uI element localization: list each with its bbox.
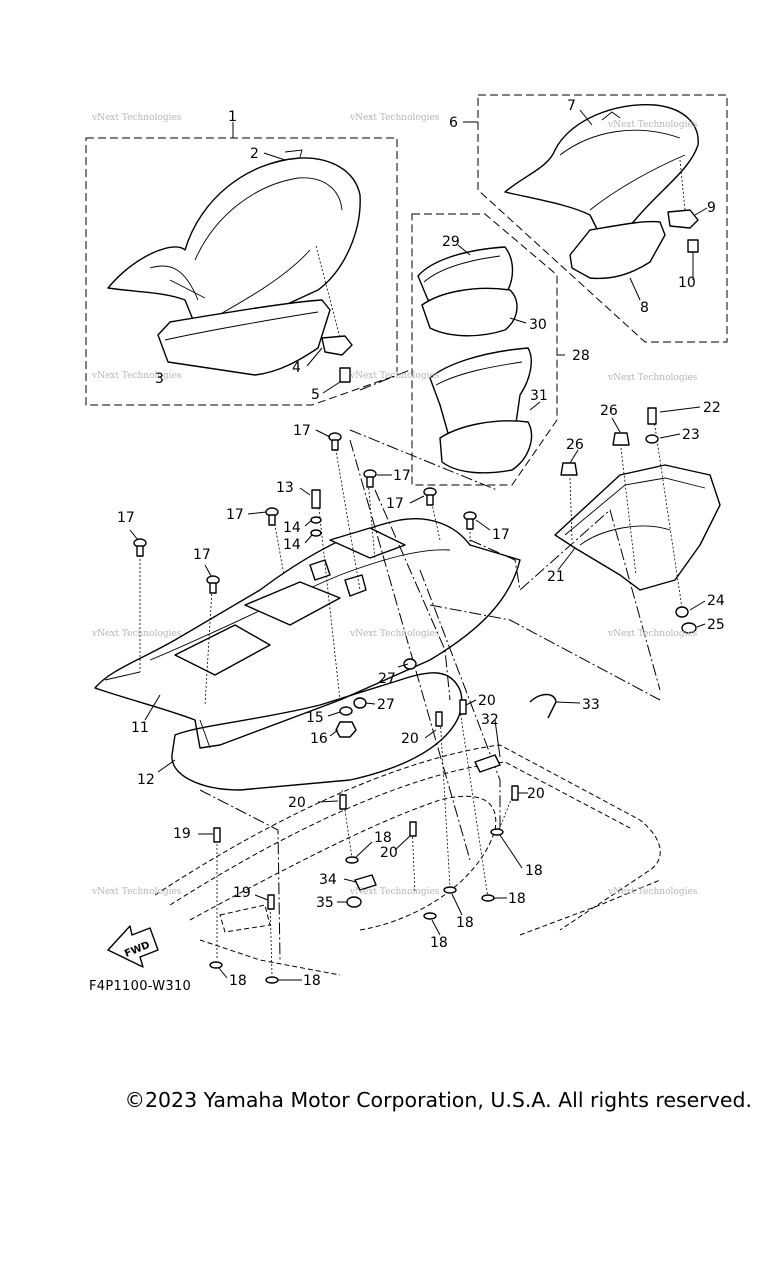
front-seat-illustration	[107, 149, 361, 383]
watermark-text: vNext Technologies	[349, 887, 440, 897]
callout-35: 35	[316, 895, 334, 911]
callout-19: 19	[173, 826, 191, 842]
hull-outline	[154, 744, 661, 976]
group-box-storage	[411, 213, 558, 486]
callout-16: 16	[310, 731, 328, 747]
callout-17: 17	[193, 547, 211, 563]
callout-20: 20	[288, 795, 306, 811]
storage-bins-illustration	[417, 246, 533, 474]
watermark-text: vNext Technologies	[607, 887, 698, 897]
callout-31: 31	[530, 388, 548, 404]
callout-24: 24	[707, 593, 725, 609]
callout-15: 15	[306, 710, 324, 726]
callout-26: 26	[600, 403, 618, 419]
copyright-notice: ©2023 Yamaha Motor Corporation, U.S.A. A…	[124, 1088, 752, 1112]
seat-base-gasket	[171, 672, 463, 791]
callout-18: 18	[456, 915, 474, 931]
callout-18: 18	[229, 973, 247, 989]
callout-30: 30	[529, 317, 547, 333]
callout-18: 18	[430, 935, 448, 951]
callout-labels: 1 2 3 4 5 6 7 8 9 10 11 12 13 14 14 15 1…	[117, 98, 725, 989]
group-box-front-seat	[85, 137, 398, 406]
callout-23: 23	[682, 427, 700, 443]
watermarks: vNext Technologies vNext Technologies vN…	[91, 113, 698, 897]
callout-18: 18	[525, 863, 543, 879]
callout-17: 17	[492, 527, 510, 543]
callout-12: 12	[137, 772, 155, 788]
hardware-pieces	[133, 407, 697, 984]
callout-18: 18	[374, 830, 392, 846]
callout-3: 3	[155, 371, 164, 387]
callout-17: 17	[386, 496, 404, 512]
watermark-text: vNext Technologies	[91, 371, 182, 381]
watermark-text: vNext Technologies	[91, 629, 182, 639]
seat-base-illustration	[94, 518, 521, 749]
watermark-text: vNext Technologies	[349, 371, 440, 381]
watermark-text: vNext Technologies	[349, 629, 440, 639]
callout-33: 33	[582, 697, 600, 713]
watermark-text: vNext Technologies	[607, 120, 698, 130]
seat-parts-diagram: FWD vNext Technologies vNext Technologie…	[85, 94, 728, 994]
tail-pad-illustration	[554, 464, 721, 591]
watermark-text: vNext Technologies	[91, 887, 182, 897]
callout-17: 17	[293, 423, 311, 439]
watermark-text: vNext Technologies	[607, 629, 698, 639]
callout-28: 28	[572, 348, 590, 364]
forward-arrow: FWD	[107, 925, 159, 968]
watermark-text: vNext Technologies	[349, 113, 440, 123]
rear-seat-illustration	[504, 103, 699, 280]
callout-9: 9	[707, 200, 716, 216]
callout-19: 19	[233, 885, 251, 901]
callout-25: 25	[707, 617, 725, 633]
callout-20: 20	[401, 731, 419, 747]
callout-17: 17	[117, 510, 135, 526]
callout-1: 1	[228, 109, 237, 125]
callout-8: 8	[640, 300, 649, 316]
callout-17: 17	[393, 468, 411, 484]
callout-27: 27	[377, 697, 395, 713]
callout-14: 14	[283, 537, 301, 553]
callout-21: 21	[547, 569, 565, 585]
watermark-text: vNext Technologies	[607, 373, 698, 383]
callout-10: 10	[678, 275, 696, 291]
callout-32: 32	[481, 712, 499, 728]
callout-34: 34	[319, 872, 337, 888]
callout-27: 27	[378, 671, 396, 687]
callout-4: 4	[292, 360, 301, 376]
callout-7: 7	[567, 98, 576, 114]
callout-18: 18	[508, 891, 526, 907]
fastener-axes	[139, 419, 683, 976]
callout-17: 17	[226, 507, 244, 523]
watermark-text: vNext Technologies	[91, 113, 182, 123]
callout-29: 29	[442, 234, 460, 250]
diagram-code: F4P1100-W310	[89, 979, 191, 994]
callout-11: 11	[131, 720, 149, 736]
callout-14: 14	[283, 520, 301, 536]
group-box-rear-seat	[477, 94, 728, 343]
leader-lines	[129, 109, 708, 981]
callout-22: 22	[703, 400, 721, 416]
callout-18: 18	[303, 973, 321, 989]
callout-20: 20	[380, 845, 398, 861]
callout-13: 13	[276, 480, 294, 496]
callout-20: 20	[478, 693, 496, 709]
callout-5: 5	[311, 387, 320, 403]
alignment-lines	[199, 369, 661, 961]
callout-2: 2	[250, 146, 259, 162]
callout-6: 6	[449, 115, 458, 131]
callout-26: 26	[566, 437, 584, 453]
callout-20: 20	[527, 786, 545, 802]
